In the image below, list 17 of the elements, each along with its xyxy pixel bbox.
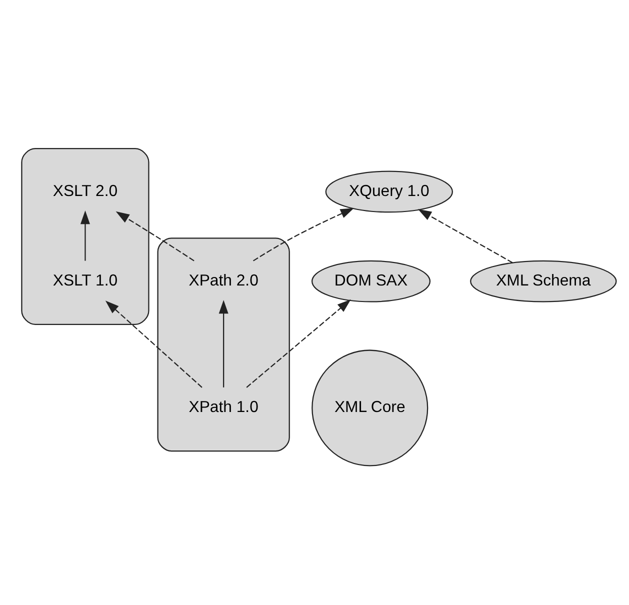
node-text: XPath 2.0 [188, 272, 258, 290]
arrow [418, 209, 513, 264]
node-circle: XML Core [312, 350, 428, 466]
node-text: XPath 1.0 [188, 399, 258, 416]
arrow [218, 300, 228, 388]
node-ellipse: XML Schema [470, 260, 617, 302]
arrow [80, 210, 90, 261]
cluster [157, 238, 290, 452]
cluster [21, 148, 150, 325]
arrow [116, 211, 194, 262]
arrow [246, 299, 351, 388]
node-text: XSLT 2.0 [52, 182, 118, 200]
node-ellipse: XQuery 1.0 [325, 170, 453, 213]
node-text: XSLT 1.0 [52, 272, 118, 290]
arrow [252, 208, 354, 262]
node-ellipse: DOM SAX [311, 260, 431, 302]
arrow [105, 300, 202, 388]
